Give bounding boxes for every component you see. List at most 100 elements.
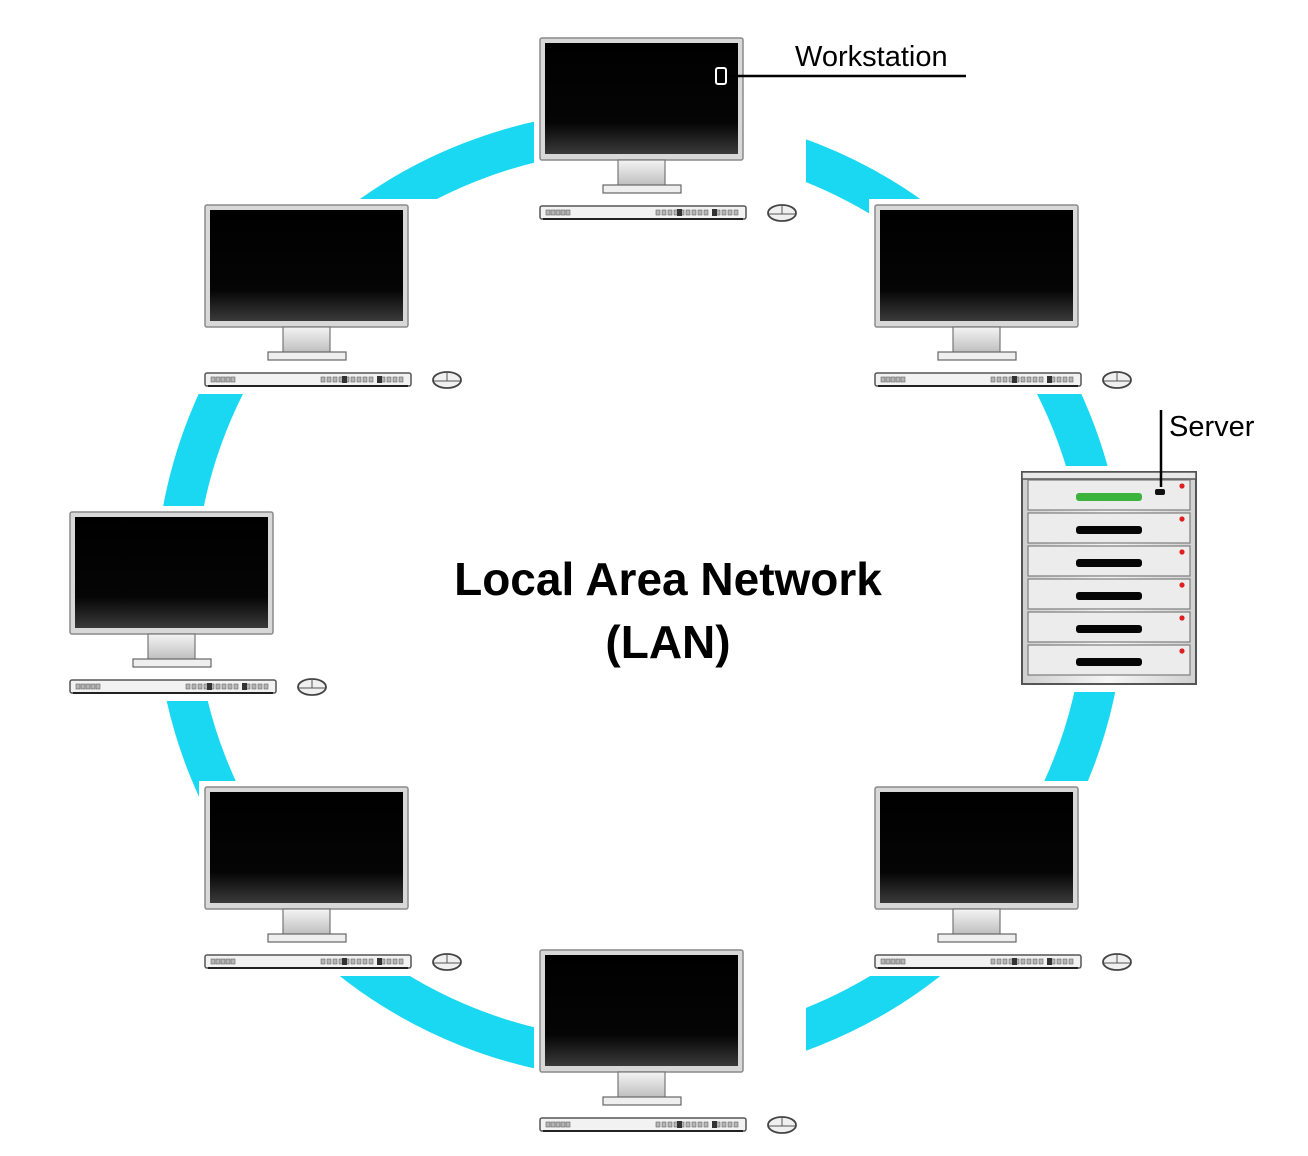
keyboard-key	[392, 376, 398, 383]
server-bay	[1027, 611, 1191, 643]
keyboard-key-dark	[677, 1121, 682, 1128]
keyboard-key	[885, 958, 891, 965]
keyboard-key	[667, 209, 673, 216]
keyboard-key	[1068, 958, 1074, 965]
mouse-icon	[297, 678, 327, 696]
workstation-callout-marker	[715, 67, 727, 85]
keyboard-key	[721, 209, 727, 216]
keyboard-key	[697, 1121, 703, 1128]
keyboard-key	[545, 1121, 551, 1128]
keyboard-key	[1020, 958, 1026, 965]
monitor-screen	[210, 792, 403, 903]
keyboard-key	[215, 376, 221, 383]
monitor-stand-neck	[952, 326, 1001, 354]
keyboard-key-dark	[342, 958, 347, 965]
mouse-icon	[432, 953, 462, 971]
keyboard-key	[890, 958, 896, 965]
server-drive-slot	[1076, 493, 1142, 501]
keyboard-key	[900, 376, 906, 383]
monitor-stand-base	[937, 351, 1017, 361]
keyboard-key	[356, 958, 362, 965]
monitor-screen	[880, 792, 1073, 903]
keyboard-key	[880, 958, 886, 965]
keyboard-key	[1032, 376, 1038, 383]
server-bay	[1027, 512, 1191, 544]
workstation-upper-left	[199, 199, 471, 394]
keyboard-key-dark	[1012, 958, 1017, 965]
keyboard-key	[1038, 958, 1044, 965]
keyboard-key	[691, 1121, 697, 1128]
keyboard-key	[398, 376, 404, 383]
server	[1014, 466, 1204, 692]
keyboard-key	[362, 376, 368, 383]
keyboard-key	[185, 683, 191, 690]
keyboard-key	[655, 1121, 661, 1128]
monitor-stand-base	[602, 1096, 682, 1106]
keyboard-key	[733, 209, 739, 216]
server-led	[1179, 615, 1185, 621]
mouse-icon	[1102, 953, 1132, 971]
keyboard-key	[895, 958, 901, 965]
keyboard-key	[227, 683, 233, 690]
keyboard-key	[1056, 958, 1062, 965]
keyboard-key	[890, 376, 896, 383]
keyboard-key-dark	[377, 958, 382, 965]
keyboard-key	[1032, 958, 1038, 965]
keyboard-key	[251, 683, 257, 690]
server-led	[1179, 582, 1185, 588]
server-top	[1021, 471, 1197, 480]
keyboard-key	[386, 376, 392, 383]
keyboard-key	[545, 209, 551, 216]
keyboard-key	[661, 1121, 667, 1128]
keyboard-key	[320, 958, 326, 965]
keyboard-key	[1038, 376, 1044, 383]
keyboard-key	[685, 1121, 691, 1128]
keyboard-icon	[874, 954, 1082, 969]
monitor-stand-neck	[617, 159, 666, 187]
keyboard-key-dark	[1012, 376, 1017, 383]
keyboard-key	[550, 1121, 556, 1128]
monitor-screen	[545, 43, 738, 154]
mouse-icon	[432, 371, 462, 389]
keyboard-key	[320, 376, 326, 383]
keyboard-key	[685, 209, 691, 216]
keyboard-key	[332, 958, 338, 965]
network-nodes	[64, 32, 1204, 1139]
keyboard-key-dark	[207, 683, 212, 690]
server-drive-slot	[1076, 526, 1142, 534]
keyboard-key	[900, 958, 906, 965]
keyboard-key	[565, 1121, 571, 1128]
server-drive-slot	[1076, 559, 1142, 567]
keyboard-key	[225, 958, 231, 965]
mouse-icon	[767, 204, 797, 222]
keyboard-key	[368, 958, 374, 965]
monitor-stand-neck	[147, 633, 196, 661]
keyboard-key	[727, 209, 733, 216]
keyboard-key	[555, 1121, 561, 1128]
keyboard-key-dark	[1047, 376, 1052, 383]
keyboard-icon	[539, 1117, 747, 1132]
keyboard-key	[990, 958, 996, 965]
keyboard-key	[221, 683, 227, 690]
server-drive-slot	[1076, 625, 1142, 633]
server-button	[1155, 489, 1165, 495]
keyboard-key-dark	[712, 1121, 717, 1128]
monitor-screen	[75, 517, 268, 628]
keyboard-key	[655, 209, 661, 216]
monitor-screen	[880, 210, 1073, 321]
server-label: Server	[1169, 411, 1255, 443]
keyboard-key	[661, 209, 667, 216]
keyboard-key	[1026, 376, 1032, 383]
keyboard-key	[215, 958, 221, 965]
keyboard-key	[197, 683, 203, 690]
keyboard-key	[697, 209, 703, 216]
keyboard-key	[1062, 958, 1068, 965]
keyboard-icon	[874, 372, 1082, 387]
server-led	[1179, 483, 1185, 489]
keyboard-key	[733, 1121, 739, 1128]
server-led	[1179, 648, 1185, 654]
keyboard-key	[727, 1121, 733, 1128]
server-led	[1179, 516, 1185, 522]
keyboard-key	[721, 1121, 727, 1128]
